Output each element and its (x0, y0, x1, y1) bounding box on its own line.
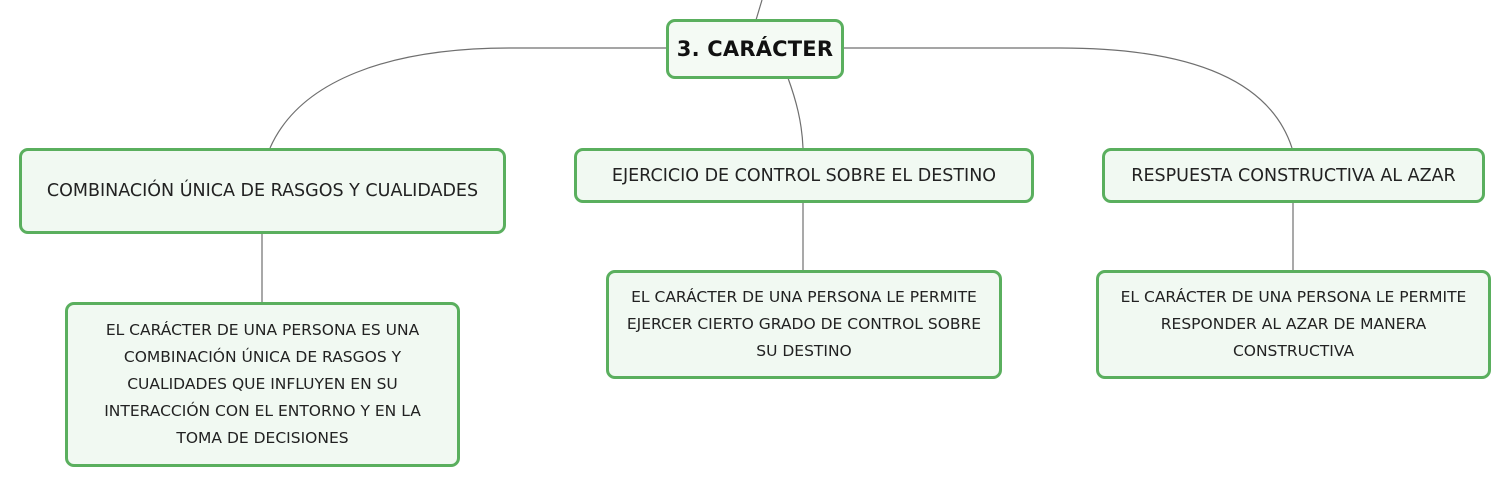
connector-parent-to-root (755, 0, 763, 21)
connector-root-to-branch-1 (269, 47, 668, 149)
detail-node-1[interactable]: EL CARÁCTER DE UNA PERSONA ES UNA COMBIN… (65, 302, 460, 467)
branch-node-1[interactable]: COMBINACIÓN ÚNICA DE RASGOS Y CUALIDADES (19, 148, 506, 234)
root-node-label: 3. CARÁCTER (676, 37, 834, 61)
branch-node-3-label: RESPUESTA CONSTRUCTIVA AL AZAR (1131, 165, 1456, 186)
detail-node-2-text: EL CARÁCTER DE UNA PERSONA LE PERMITE EJ… (626, 288, 982, 360)
detail-node-2[interactable]: EL CARÁCTER DE UNA PERSONA LE PERMITE EJ… (606, 270, 1002, 379)
connector-root-to-branch-2 (787, 77, 804, 149)
detail-node-3-text: EL CARÁCTER DE UNA PERSONA LE PERMITE RE… (1120, 288, 1467, 360)
branch-node-1-label: COMBINACIÓN ÚNICA DE RASGOS Y CUALIDADES (46, 181, 479, 201)
connector-root-to-branch-3 (842, 47, 1293, 149)
detail-node-1-text: EL CARÁCTER DE UNA PERSONA ES UNA COMBIN… (104, 321, 421, 447)
branch-node-2-label: EJERCICIO DE CONTROL SOBRE EL DESTINO (611, 165, 997, 186)
branch-node-3[interactable]: RESPUESTA CONSTRUCTIVA AL AZAR (1102, 148, 1485, 203)
detail-node-3[interactable]: EL CARÁCTER DE UNA PERSONA LE PERMITE RE… (1096, 270, 1491, 379)
root-node[interactable]: 3. CARÁCTER (666, 19, 844, 79)
branch-node-2[interactable]: EJERCICIO DE CONTROL SOBRE EL DESTINO (574, 148, 1034, 203)
